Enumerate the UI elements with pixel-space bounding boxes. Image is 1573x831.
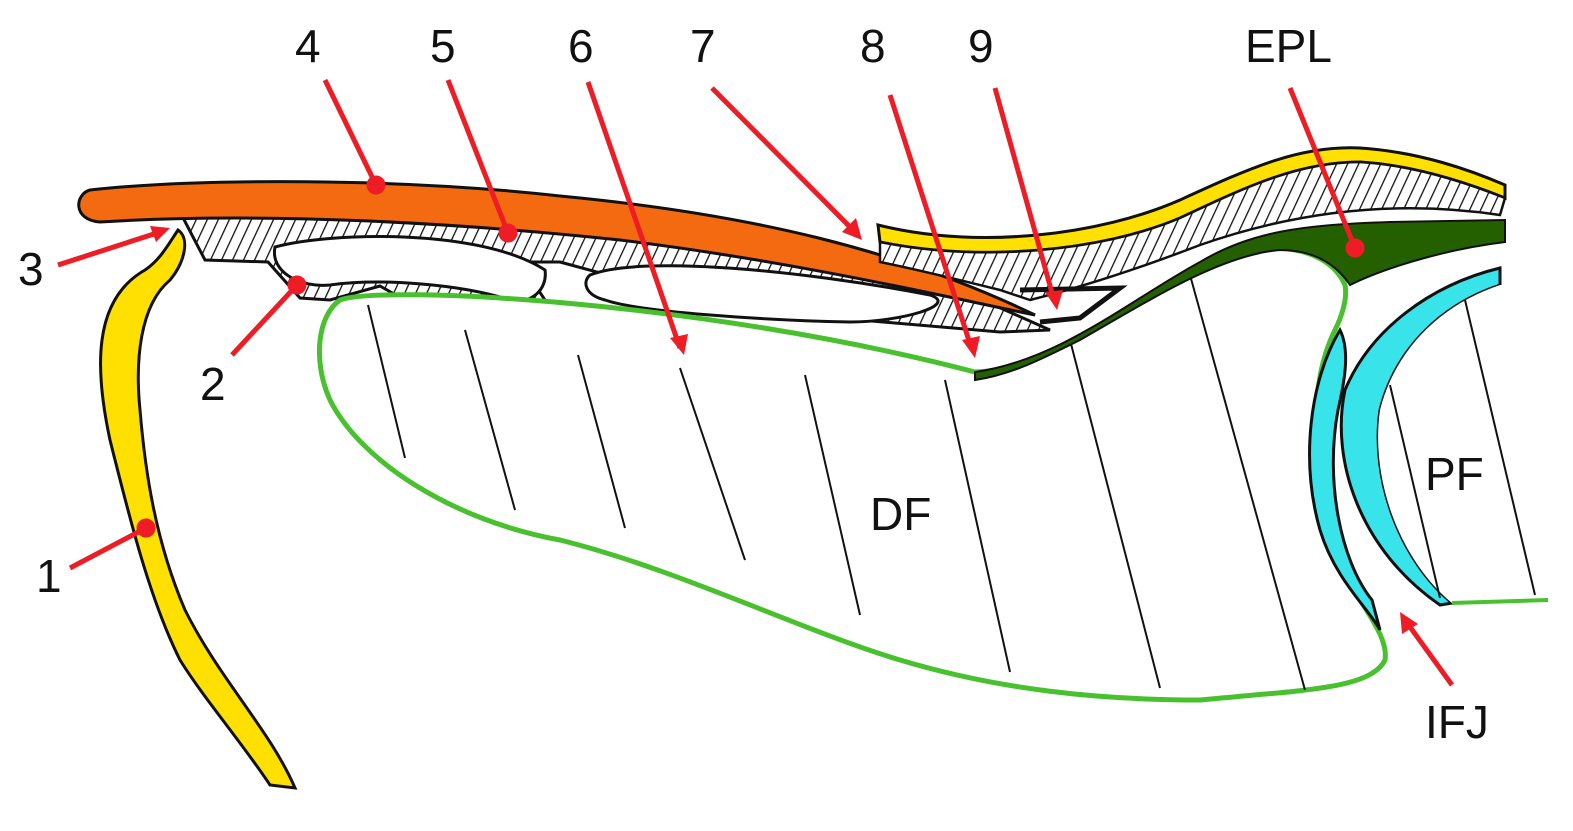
pf-bottom-green — [1451, 598, 1549, 605]
label-6: 6 — [568, 20, 594, 72]
pointer-dot-4 — [366, 175, 386, 195]
label-5: 5 — [430, 20, 456, 72]
label-df: DF — [870, 488, 931, 540]
pointer-2 — [230, 283, 299, 357]
pointer-ifj — [1402, 618, 1455, 687]
cavity-right — [584, 264, 940, 324]
pointer-1 — [68, 525, 148, 571]
label-3: 3 — [18, 243, 44, 295]
pointer-6 — [585, 81, 683, 349]
arrowhead-3 — [150, 226, 170, 242]
pointer-dot-2 — [287, 275, 307, 295]
pointers — [57, 78, 1455, 687]
pointer-dot-epl — [1345, 238, 1365, 258]
label-epl: EPL — [1245, 20, 1332, 72]
pf-lines — [1389, 299, 1536, 599]
hook-structure — [1019, 285, 1128, 325]
arrowhead-8 — [962, 336, 980, 358]
pointer-3 — [57, 229, 161, 268]
arrowhead-7 — [842, 218, 862, 240]
arrowhead-ifj — [1400, 612, 1418, 634]
proximal-phalanx — [1378, 285, 1545, 603]
yellow-epidermis-left — [99, 227, 298, 790]
arrowhead-6 — [670, 334, 688, 355]
label-7: 7 — [690, 20, 716, 72]
label-9: 9 — [968, 20, 994, 72]
label-8: 8 — [860, 20, 886, 72]
label-pf: PF — [1425, 448, 1484, 500]
pointer-5 — [445, 79, 511, 234]
df-lines — [367, 274, 1306, 691]
pointer-8 — [887, 94, 975, 351]
pointer-epl — [1287, 87, 1358, 249]
pointer-9 — [992, 87, 1057, 301]
pointer-dot-1 — [136, 518, 156, 538]
cyan-cartilage-outer — [1308, 326, 1382, 631]
arrowhead-9 — [1045, 290, 1063, 310]
label-2: 2 — [200, 358, 226, 410]
orange-layer — [77, 180, 1036, 317]
label-ifj: IFJ — [1425, 696, 1489, 748]
hatched-strip-right — [878, 160, 1507, 302]
label-1: 1 — [36, 550, 62, 602]
pointer-dot-5 — [498, 223, 518, 243]
label-4: 4 — [295, 20, 321, 72]
pointer-7 — [710, 86, 857, 234]
epl-tendon — [974, 218, 1506, 382]
pointer-4 — [322, 78, 379, 187]
